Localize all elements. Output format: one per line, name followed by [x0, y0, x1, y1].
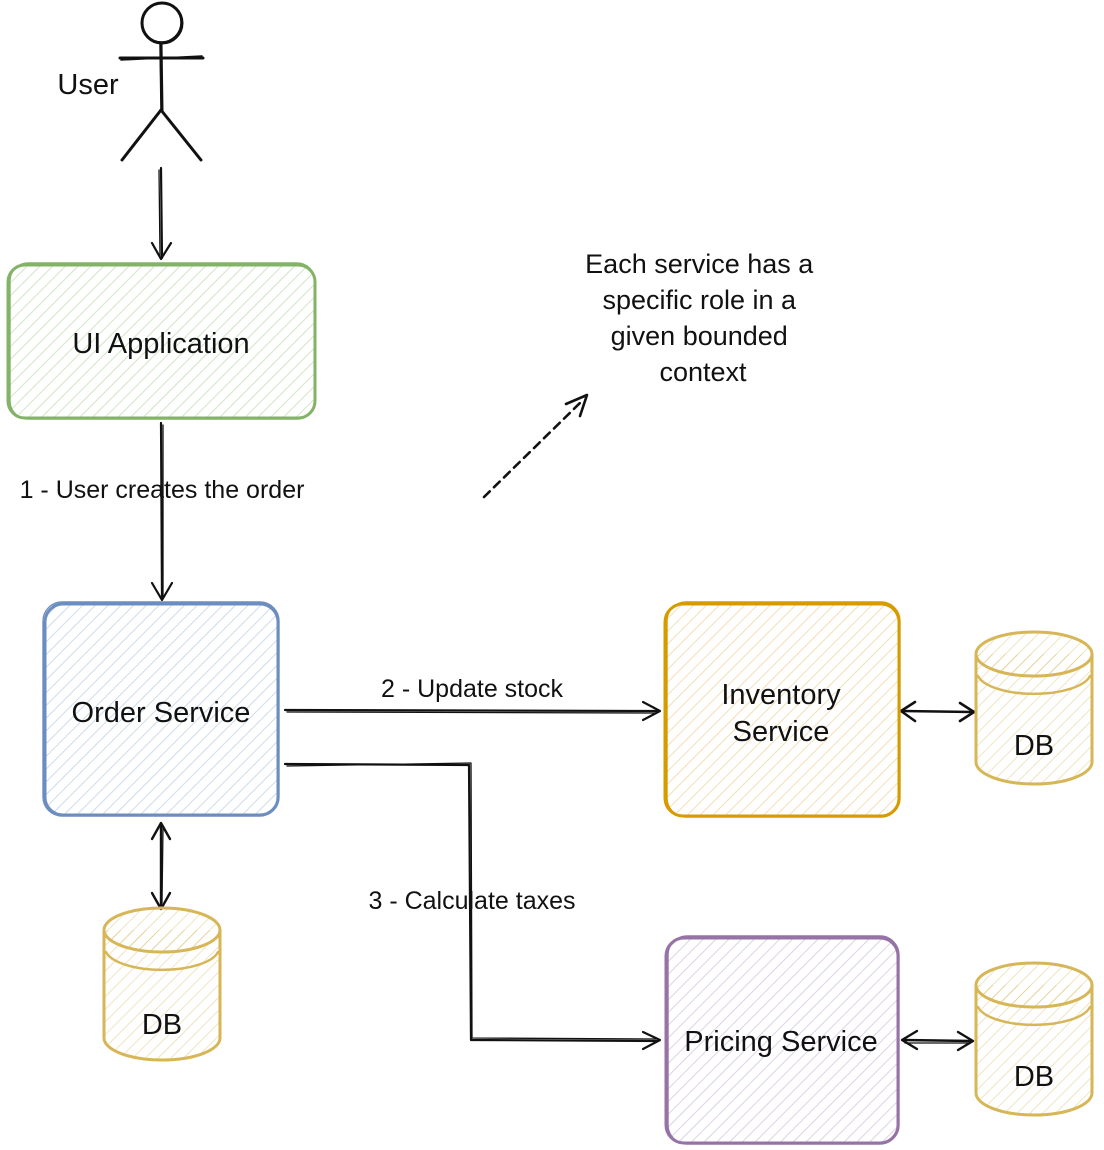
inventory-db-cylinder[interactable]: DB	[974, 630, 1094, 786]
note-line: specific role in a	[602, 285, 797, 315]
user-label: User	[57, 69, 119, 101]
stick-figure-icon	[118, 1, 205, 162]
note-line: Each service has a	[585, 249, 814, 279]
pricing-service-node[interactable]: Pricing Service	[664, 935, 900, 1145]
inventory-db-label: DB	[1014, 730, 1054, 762]
edge-inventory-db-link	[899, 700, 976, 723]
database-icon	[102, 906, 222, 1062]
note-line: given bounded	[611, 321, 788, 351]
ui-application-label: UI Application	[72, 328, 249, 360]
note-text: Each service has a specific role in a gi…	[585, 249, 821, 387]
update-stock-label: 2 - Update stock	[381, 675, 564, 703]
inventory-service-label-line2: Service	[733, 716, 830, 748]
database-icon	[974, 630, 1094, 786]
note-line: context	[659, 357, 747, 387]
create-order-label: 1 - User creates the order	[20, 476, 305, 504]
ui-application-node[interactable]: UI Application	[6, 262, 317, 420]
order-db-cylinder[interactable]: DB	[102, 906, 222, 1062]
order-service-node[interactable]: Order Service	[42, 601, 280, 817]
edge-user-to-ui	[150, 166, 173, 261]
pricing-db-cylinder[interactable]: DB	[974, 961, 1094, 1117]
inventory-service-node[interactable]: Inventory Service	[663, 601, 901, 818]
calculate-taxes-label: 3 - Calculate taxes	[368, 887, 575, 915]
database-icon	[974, 961, 1094, 1117]
order-service-label: Order Service	[72, 697, 251, 729]
edge-pricing-db-link	[900, 1029, 975, 1052]
note-arrow	[482, 393, 589, 499]
pricing-service-label: Pricing Service	[684, 1026, 877, 1058]
user-actor: User	[57, 1, 205, 162]
edge-create-order	[150, 421, 174, 602]
order-db-label: DB	[142, 1009, 182, 1041]
edge-update-stock	[283, 700, 662, 722]
edge-calculate-taxes	[283, 762, 662, 1051]
pricing-db-label: DB	[1014, 1061, 1054, 1093]
edge-order-db-link	[150, 821, 172, 911]
inventory-service-label-line1: Inventory	[721, 679, 841, 711]
